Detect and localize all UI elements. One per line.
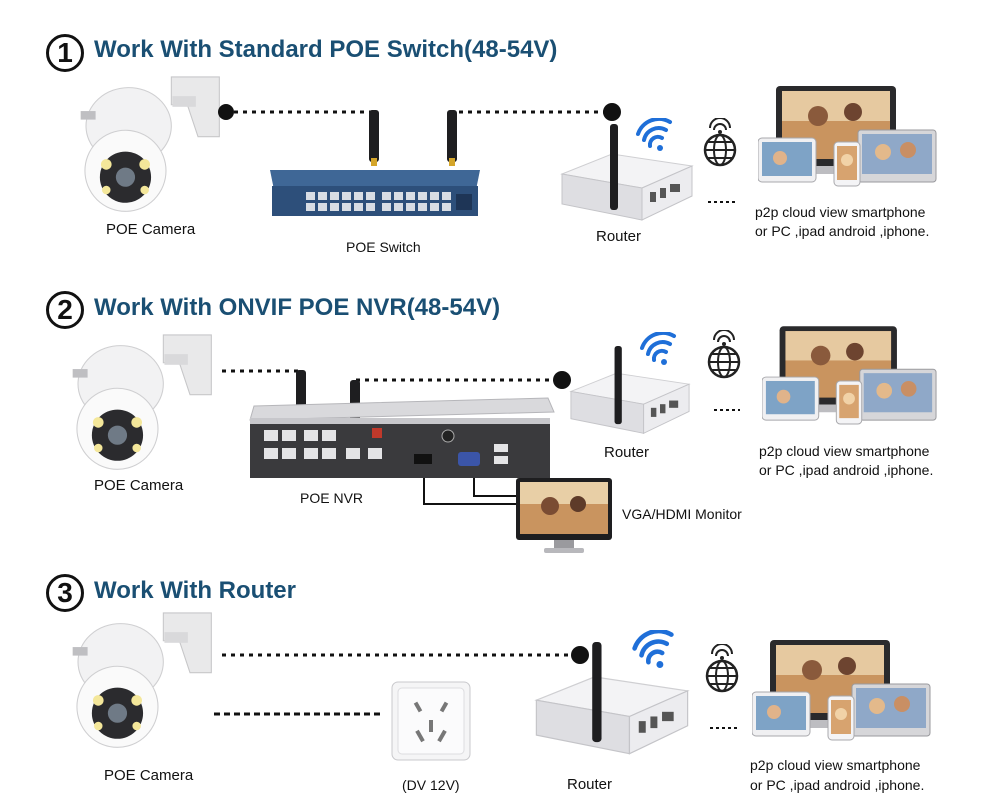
section-2-cloud-caption-line2: or PC ,ipad android ,iphone.	[759, 462, 934, 478]
section-2-title: Work With ONVIF POE NVR(48-54V)	[94, 294, 501, 321]
section-1-title: Work With Standard POE Switch(48-54V)	[94, 36, 558, 63]
section-1-number: 1	[46, 34, 84, 72]
section-3-camera-label: POE Camera	[104, 767, 194, 784]
switch-icon	[270, 110, 480, 216]
monitor-icon	[516, 478, 612, 553]
globe-icon	[705, 644, 739, 693]
section-1-cloud-caption-line2: or PC ,ipad android ,iphone.	[755, 223, 930, 239]
section-1-device-label: POE Switch	[346, 239, 421, 255]
section-1-camera-label: POE Camera	[106, 221, 196, 238]
section-3-title: Work With Router	[94, 577, 296, 604]
section-2-number: 2	[46, 291, 84, 329]
section-2-monitor-label: VGA/HDMI Monitor	[622, 506, 742, 522]
section-3-router-label: Router	[567, 776, 613, 793]
section-2-router-label: Router	[604, 444, 650, 461]
section-3-device-label: (DV 12V)	[402, 777, 460, 793]
power-socket-icon	[391, 681, 471, 761]
section-1-cloud-caption-line1: p2p cloud view smartphone	[755, 204, 926, 220]
section-3-cloud-caption-line1: p2p cloud view smartphone	[750, 757, 921, 773]
section-3-cloud-caption-line2: or PC ,ipad android ,iphone.	[750, 777, 925, 793]
section-2-camera-label: POE Camera	[94, 477, 184, 494]
section-2-cloud-caption-line1: p2p cloud view smartphone	[759, 443, 930, 459]
section-1-router-label: Router	[596, 228, 642, 245]
section-2-device-label: POE NVR	[300, 490, 364, 506]
nvr-icon	[249, 370, 555, 478]
device-group-icon	[752, 640, 931, 741]
wifi-icon	[630, 630, 676, 676]
section-3-number: 3	[46, 574, 84, 612]
